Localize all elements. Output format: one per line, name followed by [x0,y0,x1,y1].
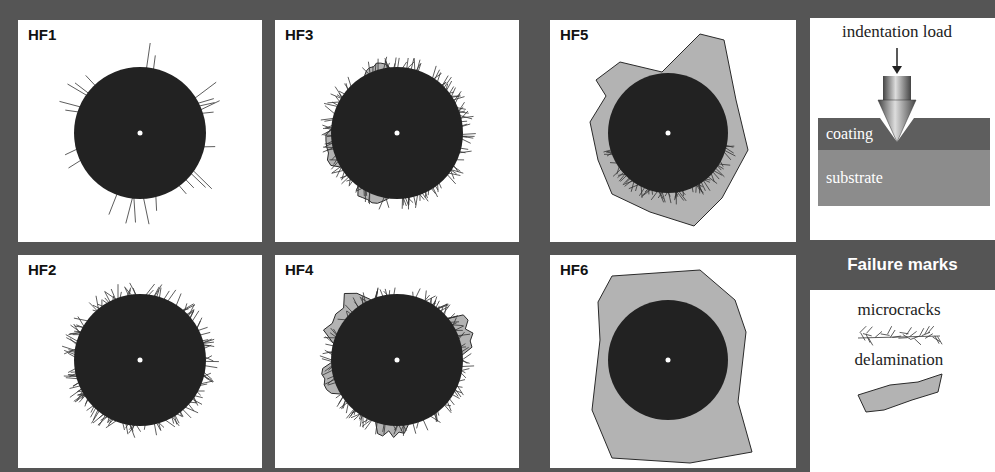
legend-header-band [810,246,995,284]
load-arrowhead [892,66,902,74]
microcracks [62,283,219,438]
class-label: HF4 [285,261,313,278]
indent-center [666,131,671,136]
substrate-band [818,150,990,206]
node-label: substrate [826,169,883,187]
panel [18,255,262,468]
indent-center [138,358,143,363]
indent-mark [608,300,728,420]
panel [18,20,262,242]
legend-header: Failure marks [810,246,995,284]
panel [810,18,995,240]
indent-mark [331,294,463,426]
panel [550,20,796,242]
delamination-sample [858,374,942,412]
panel [275,20,519,242]
indent-mark [74,294,206,426]
substrate-layer: substrate [818,150,990,206]
node-label: Failure marks [847,255,958,275]
class-label: HF1 [28,26,56,43]
microcracks [320,288,474,436]
panel [810,290,995,472]
load-arrow [896,48,898,68]
indent-group [74,67,728,426]
delamination-region [592,270,752,463]
coating-layer: coating [818,118,882,150]
microcracks [60,43,220,224]
class-label: HF2 [28,261,56,278]
indent-center [395,358,400,363]
delamination-group [322,34,752,463]
class-label: HF5 [560,26,588,43]
delamination-region [590,34,748,226]
indent-mark [74,67,206,199]
indent-center [395,131,400,136]
crack-group [60,43,736,438]
indent-center [138,131,143,136]
indent-mark [608,73,728,193]
microcrack-sample [858,326,942,345]
indent-center [666,358,671,363]
indent-mark [331,67,463,199]
microcracks [321,57,476,210]
legend-label: microcracks [857,300,940,320]
class-label: HF3 [285,26,313,43]
indenter-shank [883,76,911,100]
node-label: coating [826,125,873,143]
load-label: indentation load [842,22,952,42]
legend-label: delamination [855,350,944,370]
panel [550,255,796,468]
class-label: HF6 [560,261,588,278]
indenter-tip [878,100,916,142]
panel [275,255,519,468]
